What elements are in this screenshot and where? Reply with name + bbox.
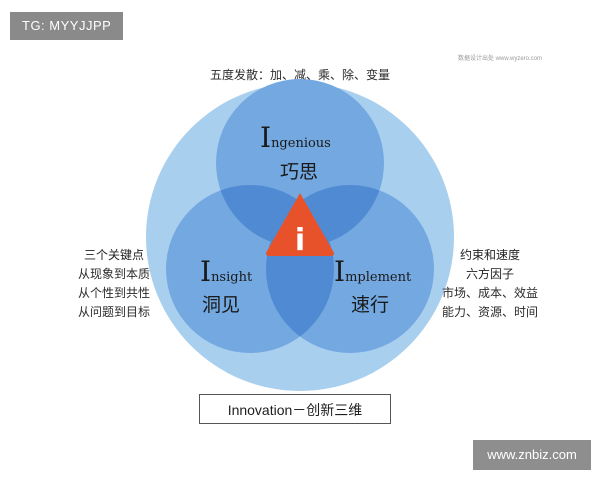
constraint-item: 能力、资源、时间 [441,305,538,319]
insight-initial: I [200,255,211,288]
insight-rest: nsight [211,270,253,285]
insight-chinese: 洞见 [202,294,240,316]
watermark-site: www.znbiz.com [473,440,591,470]
center-warning-icon: i [266,193,334,258]
implement-rest: mplement [345,270,412,285]
key-point-item: 从个性到共性 [77,286,150,300]
constraint-item: 市场、成本、效益 [441,286,538,300]
key-points-heading: 三个关键点 [83,248,144,262]
implement-title: Implement [334,255,412,288]
key-point-item: 从现象到本质 [77,267,150,281]
constraints-heading: 约束和速度 [459,248,520,262]
implement-initial: I [334,255,345,288]
key-points-block: 三个关键点 从现象到本质 从个性到共性 从问题到目标 [54,246,174,322]
innovation-label: Innovation－创新三维 [199,394,391,424]
insight-title: Insight [200,255,253,288]
ingenious-initial: I [260,121,271,154]
top-caption: 五度发散：加、减、乘、除、变量 [209,68,390,82]
source-credit: 数据设计出处 www.wyzero.com [457,56,542,62]
watermark-tag: TG: MYYJJPP [10,12,124,40]
constraints-block: 约束和速度 六方因子 市场、成本、效益 能力、资源、时间 [428,246,552,322]
ingenious-title: Ingenious [260,121,331,154]
constraints-subheading: 六方因子 [465,267,514,281]
ingenious-chinese: 巧思 [280,161,318,183]
center-icon-letter: i [295,223,305,258]
ingenious-rest: ngenious [271,136,331,151]
implement-chinese: 速行 [351,294,389,316]
key-point-item: 从问题到目标 [77,305,150,319]
